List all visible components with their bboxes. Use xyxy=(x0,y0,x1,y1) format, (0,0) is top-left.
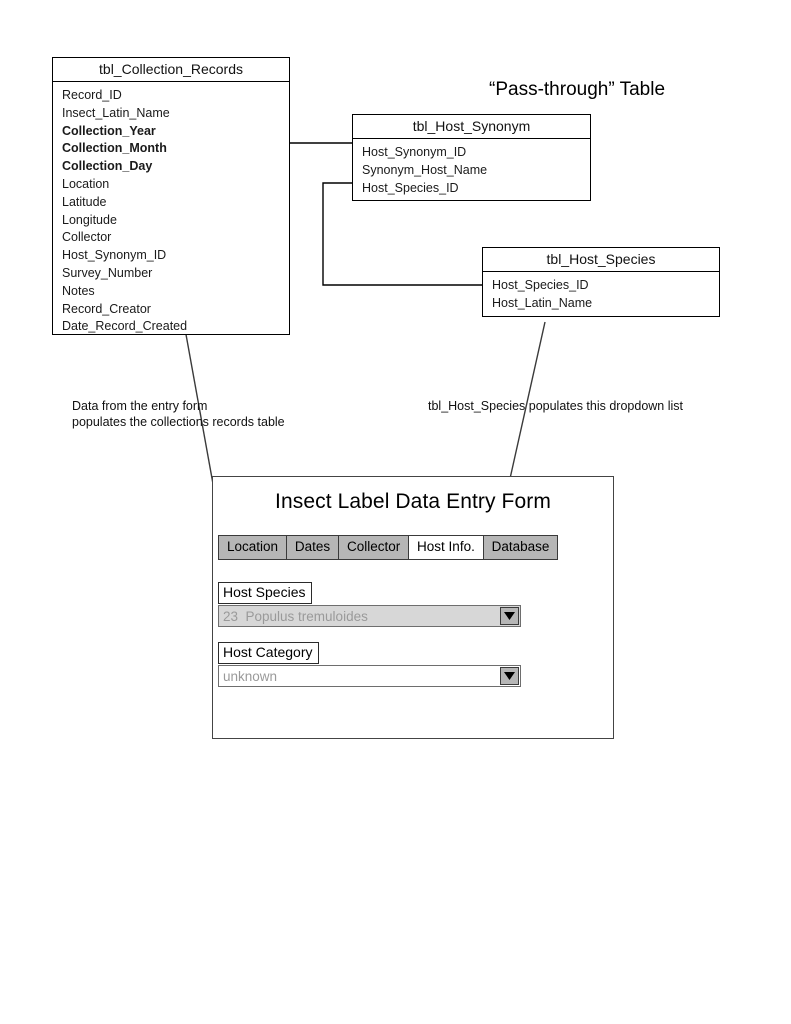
entity-field: Host_Synonym_ID xyxy=(362,145,467,160)
entity-field: Host_Latin_Name xyxy=(492,295,593,310)
entity-table-title: tbl_Collection_Records xyxy=(53,58,289,83)
form-title: Insect Label Data Entry Form xyxy=(275,490,551,513)
entity-field: Record_Creator xyxy=(62,301,151,316)
annotation-note-host-species: tbl_Host_Species populates this dropdown… xyxy=(428,399,684,413)
entity-field: Latitude xyxy=(62,194,107,209)
entity-field: Longitude xyxy=(62,212,117,227)
entity-table-title: tbl_Host_Species xyxy=(483,248,719,273)
entity-field-list: Record_ID Insect_Latin_Name Collection_Y… xyxy=(53,82,289,343)
entity-field: Host_Species_ID xyxy=(492,278,589,293)
tab-dates[interactable]: Dates xyxy=(285,535,340,560)
entity-field: Collector xyxy=(62,230,112,245)
entity-field: Record_ID xyxy=(62,88,122,103)
pass-through-table-label: “Pass-through” Table xyxy=(489,79,666,100)
host-species-label: Host Species xyxy=(218,582,313,604)
entity-field-list: Host_Synonym_ID Synonym_Host_Name Host_S… xyxy=(353,139,590,204)
entity-field: Collection_Year xyxy=(62,123,156,138)
entity-field-list: Host_Species_ID Host_Latin_Name xyxy=(483,272,719,320)
field-group-host-species: Host Species 23 Populus tremuloides xyxy=(218,582,521,627)
tab-database[interactable]: Database xyxy=(482,535,559,560)
entity-table-host-species: tbl_Host_Species Host_Species_ID Host_La… xyxy=(482,247,720,317)
form-tab-bar: Location Dates Collector Host Info. Data… xyxy=(218,535,559,560)
entity-field: Date_Record_Created xyxy=(62,319,188,334)
caret-down-icon[interactable] xyxy=(500,607,519,625)
tab-host-info[interactable]: Host Info. xyxy=(408,535,484,560)
annotation-note-entry-form: Data from the entry form populates the c… xyxy=(72,399,285,429)
entity-field: Survey_Number xyxy=(62,266,153,281)
entity-table-title: tbl_Host_Synonym xyxy=(353,115,590,140)
host-category-label: Host Category xyxy=(218,642,320,664)
entity-table-host-synonym: tbl_Host_Synonym Host_Synonym_ID Synonym… xyxy=(352,114,591,201)
entity-field: Synonym_Host_Name xyxy=(362,162,488,177)
entity-field: Collection_Month xyxy=(62,141,167,156)
entity-field: Host_Synonym_ID xyxy=(62,248,167,263)
host-species-value: 23 Populus tremuloides xyxy=(223,608,368,624)
host-category-value: unknown xyxy=(223,668,278,684)
entity-field: Notes xyxy=(62,283,95,298)
entity-field: Collection_Day xyxy=(62,159,153,174)
field-group-host-category: Host Category unknown xyxy=(218,642,521,687)
tab-location[interactable]: Location xyxy=(218,535,288,560)
host-category-dropdown[interactable]: unknown xyxy=(218,665,521,687)
insect-label-data-entry-form: Insect Label Data Entry Form Location Da… xyxy=(212,476,614,739)
entity-field: Location xyxy=(62,177,110,192)
tab-collector[interactable]: Collector xyxy=(337,535,410,560)
entity-table-collection-records: tbl_Collection_Records Record_ID Insect_… xyxy=(52,57,290,335)
host-species-dropdown[interactable]: 23 Populus tremuloides xyxy=(218,605,521,627)
entity-field: Host_Species_ID xyxy=(362,180,459,195)
entity-field: Insect_Latin_Name xyxy=(62,105,170,120)
caret-down-icon[interactable] xyxy=(500,667,519,685)
